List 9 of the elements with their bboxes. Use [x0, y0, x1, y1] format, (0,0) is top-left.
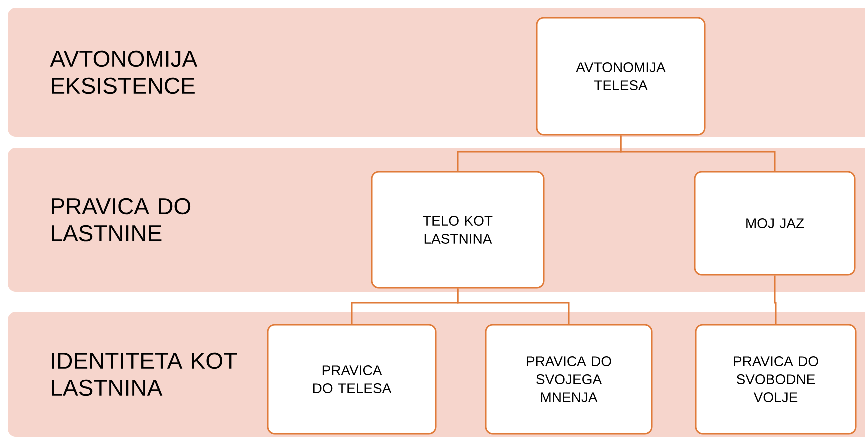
concept-box: TELO KOT LASTNINA — [371, 171, 545, 289]
connector-line — [457, 288, 570, 324]
connector-line — [774, 276, 777, 324]
concept-box: PRAVICA DO SVOBODNE VOLJE — [695, 324, 857, 435]
concept-box: MOJ JAZ — [694, 171, 856, 276]
connector-line — [620, 136, 776, 172]
concept-box: PRAVICA DO SVOJEGA MNENJA — [485, 324, 653, 435]
concept-box: PRAVICA DO TELESA — [267, 324, 437, 435]
concept-box: AVTONOMIJA TELESA — [536, 17, 706, 136]
